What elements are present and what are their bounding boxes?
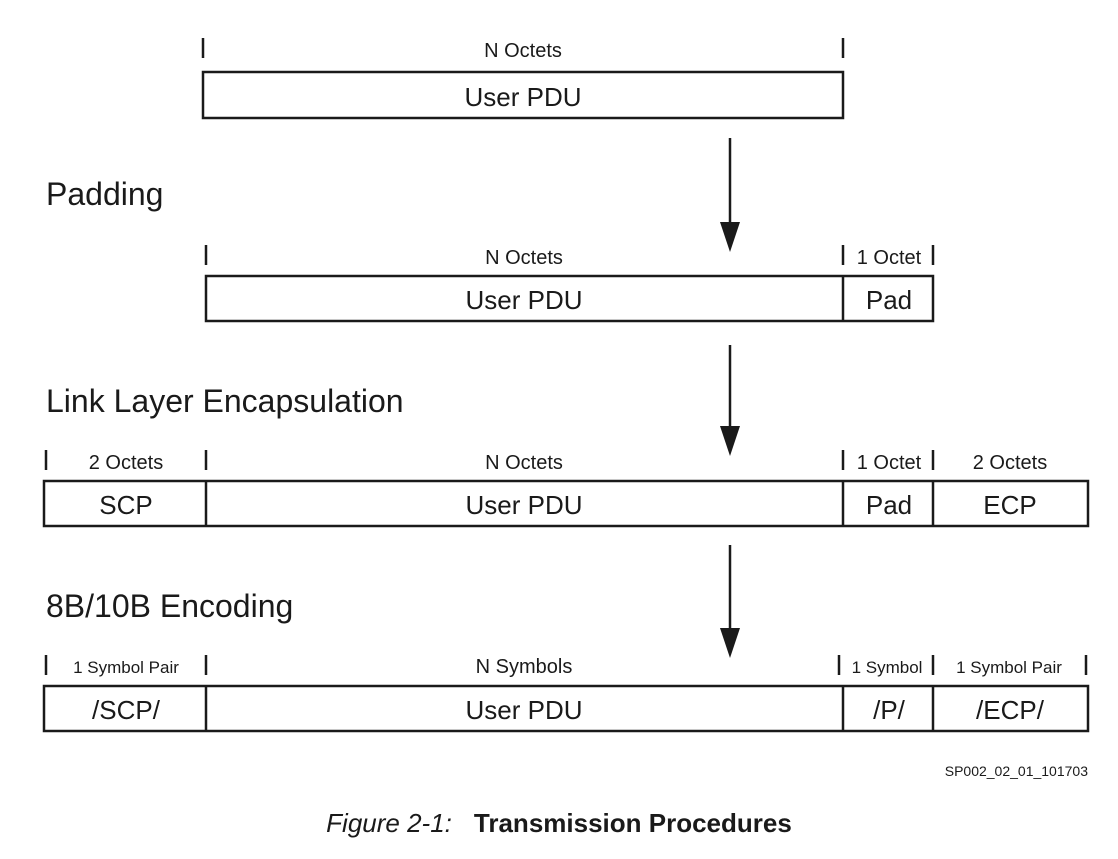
size-label-pad: 1 Octet <box>857 452 922 474</box>
field-user-pdu <box>201 70 845 120</box>
field-label-user-pdu: User PDU <box>464 82 581 112</box>
stage-heading: Padding <box>46 176 163 212</box>
field-label-scp: SCP <box>99 490 152 520</box>
field-label-user-pdu: User PDU <box>465 695 582 725</box>
size-label-pad: 1 Octet <box>857 247 922 269</box>
size-label-pad: 1 Symbol <box>852 658 923 677</box>
size-label-user-pdu: N Octets <box>485 452 563 474</box>
size-label-user-pdu: N Symbols <box>476 656 573 678</box>
caption-title: Transmission Procedures <box>473 808 792 838</box>
field-label-scp: /SCP/ <box>92 695 161 725</box>
field-label-user-pdu: User PDU <box>465 285 582 315</box>
size-label-ecp: 2 Octets <box>973 452 1047 474</box>
field-label-ecp: /ECP/ <box>976 695 1045 725</box>
field-label-pad: /P/ <box>873 695 906 725</box>
figure-caption: Figure 2-1: Transmission Procedures <box>0 808 1118 839</box>
arrow-down <box>720 545 740 658</box>
size-label-scp: 1 Symbol Pair <box>73 658 179 677</box>
size-label-user-pdu: N Octets <box>485 247 563 269</box>
size-label-scp: 2 Octets <box>89 452 163 474</box>
size-label-user-pdu: N Octets <box>484 40 562 62</box>
stage-padding: Padding N Octets 1 Octet User PDU Pad <box>46 176 935 323</box>
stage-8b10b-encoding: 8B/10B Encoding 1 Symbol Pair N Symbols … <box>42 588 1090 733</box>
stage-user-pdu: N Octets User PDU <box>201 38 845 120</box>
field-label-user-pdu: User PDU <box>465 490 582 520</box>
frame <box>204 274 935 323</box>
field-label-ecp: ECP <box>983 490 1036 520</box>
field-label-pad: Pad <box>866 285 912 315</box>
stage-heading: Link Layer Encapsulation <box>46 383 404 419</box>
field-label-pad: Pad <box>866 490 912 520</box>
arrow-down <box>720 345 740 456</box>
caption-number: Figure 2-1: <box>326 808 452 838</box>
stage-link-layer-encapsulation: Link Layer Encapsulation 2 Octets N Octe… <box>42 383 1090 528</box>
frame <box>42 684 1090 733</box>
figure-id: SP002_02_01_101703 <box>945 763 1088 779</box>
stage-heading: 8B/10B Encoding <box>46 588 293 624</box>
size-label-ecp: 1 Symbol Pair <box>956 658 1062 677</box>
arrow-down <box>720 138 740 252</box>
frame <box>42 479 1090 528</box>
